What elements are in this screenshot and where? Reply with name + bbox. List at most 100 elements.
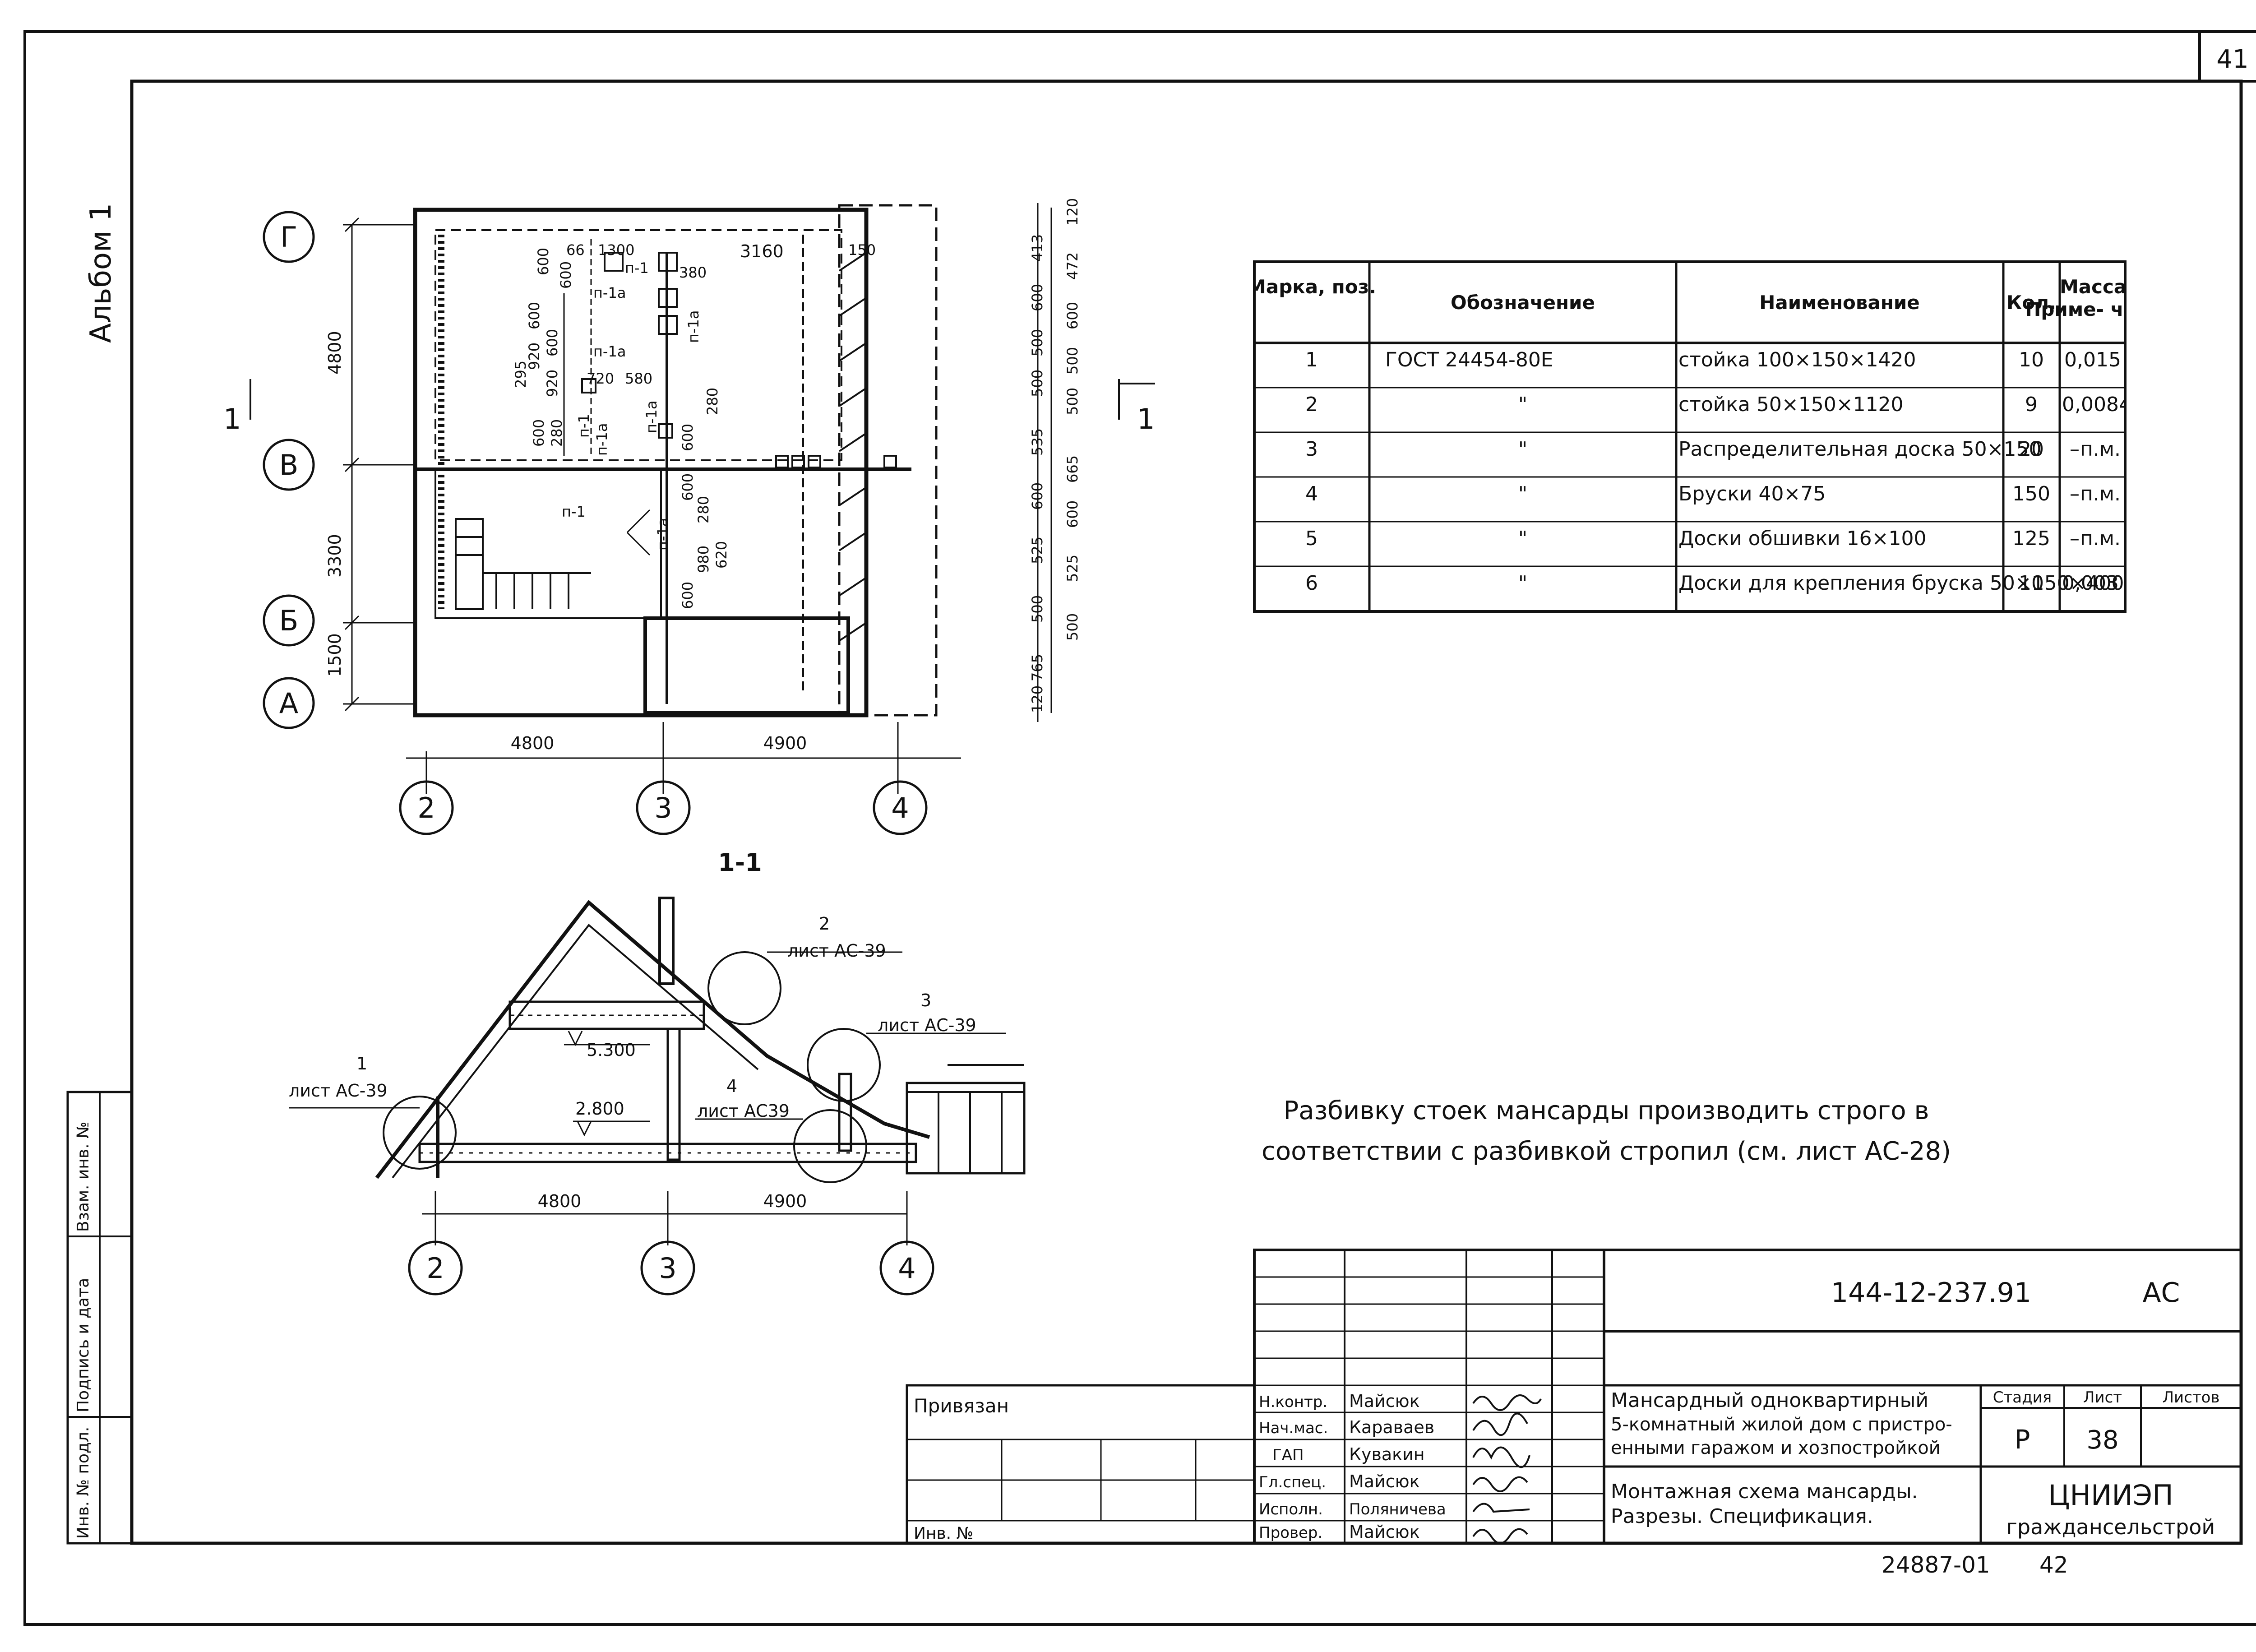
svg-text:600: 600 bbox=[530, 419, 547, 447]
plan-section-marker-left: 1 bbox=[223, 403, 241, 435]
svg-text:10: 10 bbox=[2019, 572, 2044, 595]
plan-dim-1500: 1500 bbox=[325, 633, 345, 677]
svg-text:120: 120 bbox=[1064, 198, 1081, 226]
section-dim-col-2: 4900 bbox=[763, 1191, 807, 1211]
th-kol: Кол. bbox=[2006, 292, 2056, 314]
svg-text:Кувакин: Кувакин bbox=[1349, 1444, 1425, 1464]
project-title-2: 5-комнатный жилой дом с пристро- bbox=[1611, 1414, 1952, 1435]
plan-right-extension bbox=[838, 204, 938, 717]
section-callouts: 1 лист АС-39 2 лист АС-39 3 лист АС-39 4… bbox=[289, 914, 976, 1121]
svg-text:600: 600 bbox=[1064, 302, 1081, 329]
svg-text:6: 6 bbox=[1305, 572, 1318, 595]
stamp-podpis-data: Подпись и дата bbox=[74, 1278, 92, 1412]
svg-text:лист АС-39: лист АС-39 bbox=[787, 941, 886, 961]
svg-text:665: 665 bbox=[1064, 455, 1081, 483]
svg-text:600: 600 bbox=[1029, 284, 1046, 311]
section-col-axes: 2 3 4 bbox=[408, 1240, 934, 1296]
svg-text:2: 2 bbox=[819, 914, 830, 934]
svg-text:500: 500 bbox=[1064, 613, 1081, 641]
svg-text:125: 125 bbox=[2012, 527, 2050, 550]
svg-text:": " bbox=[1518, 393, 1527, 416]
svg-text:150: 150 bbox=[2012, 482, 2050, 505]
th-naimenovanie: Наименование bbox=[1759, 292, 1919, 314]
plan-right-dims: 120 413 472 600 600 500 500 500 500 535 … bbox=[1029, 198, 1081, 713]
svg-text:п.м.: п.м. bbox=[2080, 482, 2121, 505]
page-number: 41 bbox=[2216, 45, 2248, 74]
spec-table bbox=[1253, 260, 2127, 613]
svg-text:600: 600 bbox=[535, 248, 552, 275]
axis-g: Г bbox=[280, 221, 297, 254]
svg-text:Майсюк: Майсюк bbox=[1349, 1391, 1420, 1411]
svg-text:п-1а: п-1а bbox=[654, 518, 671, 551]
svg-text:–: – bbox=[2070, 482, 2080, 505]
privyazan-label: Привязан bbox=[914, 1395, 1009, 1417]
svg-text:4: 4 bbox=[726, 1076, 737, 1096]
svg-text:стойка 100×150×1420: стойка 100×150×1420 bbox=[1678, 348, 1916, 371]
svg-text:ГОСТ 24454-80Е: ГОСТ 24454-80Е bbox=[1385, 348, 1553, 371]
org-name-2: граждансельстрой bbox=[2006, 1515, 2215, 1539]
table-row: 5 " Доски обшивки 16×100 125 – п.м. bbox=[1305, 527, 2121, 550]
note-line-1: Разбивку стоек мансарды производить стро… bbox=[1284, 1096, 1929, 1125]
title-block-roles: Н.контр. Нач.мас. ГАП Гл.спец. Исполн. П… bbox=[1259, 1391, 1446, 1542]
plan-row-axes: Г В Б А bbox=[263, 211, 315, 729]
drawing-frame bbox=[130, 79, 2243, 1545]
doc-code: 144-12-237.91 bbox=[1831, 1277, 2031, 1309]
svg-text:380: 380 bbox=[679, 264, 707, 281]
section-title: 1-1 bbox=[718, 848, 762, 877]
svg-text:535: 535 bbox=[1029, 428, 1046, 456]
svg-text:2: 2 bbox=[1305, 393, 1318, 416]
svg-text:600: 600 bbox=[679, 473, 696, 501]
svg-text:500: 500 bbox=[1064, 347, 1081, 375]
svg-text:620: 620 bbox=[713, 541, 730, 569]
svg-text:600: 600 bbox=[1029, 482, 1046, 510]
svg-text:280: 280 bbox=[695, 496, 712, 523]
plan-dim-150: 150 bbox=[848, 241, 876, 259]
plan-dim-4800: 4800 bbox=[325, 331, 345, 375]
svg-text:920: 920 bbox=[526, 342, 543, 370]
plan-post-labels: п-1 п-1а п-1а п-1а п-1 п-1а п-1а п-1 п-1… bbox=[562, 259, 702, 551]
svg-text:600: 600 bbox=[679, 424, 696, 451]
svg-text:1: 1 bbox=[356, 1054, 367, 1074]
footer-code: 24887-01 bbox=[1882, 1552, 1990, 1578]
plan-post-blocks bbox=[581, 252, 897, 468]
svg-text:п-1а: п-1а bbox=[593, 284, 626, 301]
plan-inner-dims: 600 600 600 920 295 600 920 600 280 380 … bbox=[512, 248, 730, 609]
svg-text:600: 600 bbox=[544, 329, 561, 356]
plan-dim-top: 3160 bbox=[740, 241, 784, 261]
svg-text:лист АС-39: лист АС-39 bbox=[289, 1081, 388, 1101]
svg-text:Н.контр.: Н.контр. bbox=[1259, 1393, 1327, 1411]
table-row: 4 " Бруски 40×75 150 – п.м. bbox=[1305, 482, 2121, 505]
plan-axis-3: 3 bbox=[654, 791, 672, 824]
side-stamp: Инв. № подл. Подпись и дата Взам. инв. № bbox=[66, 1091, 133, 1545]
svg-text:Поляничева: Поляничева bbox=[1349, 1500, 1446, 1518]
svg-text:п.м.: п.м. bbox=[2080, 527, 2121, 550]
svg-text:лист АС39: лист АС39 bbox=[697, 1101, 790, 1121]
svg-text:500: 500 bbox=[1029, 329, 1046, 356]
svg-text:0,0084: 0,0084 bbox=[2062, 393, 2131, 416]
svg-text:765: 765 bbox=[1029, 654, 1046, 681]
project-title-3: енными гаражом и хозпостройкой bbox=[1611, 1438, 1941, 1458]
plan-dim-col-1: 4800 bbox=[511, 733, 555, 753]
svg-text:Доски для крепления бруска 50×: Доски для крепления бруска 50×150×400 bbox=[1678, 572, 2124, 595]
svg-text:п-1а: п-1а bbox=[593, 423, 610, 456]
th-oboznachenie: Обозначение bbox=[1451, 292, 1595, 314]
svg-text:120: 120 bbox=[1029, 685, 1046, 713]
svg-text:5: 5 bbox=[1305, 527, 1318, 550]
table-row: 3 " Распределительная доска 50×150 20 – … bbox=[1305, 438, 2121, 461]
svg-text:п-1а: п-1а bbox=[685, 310, 702, 343]
svg-text:Майсюк: Майсюк bbox=[1349, 1522, 1420, 1542]
svg-text:–: – bbox=[2070, 438, 2080, 461]
plan-dim-col-2: 4900 bbox=[763, 733, 807, 753]
svg-text:600: 600 bbox=[557, 261, 574, 289]
svg-text:500: 500 bbox=[1029, 595, 1046, 623]
svg-text:п-1а: п-1а bbox=[643, 401, 660, 433]
svg-text:Караваев: Караваев bbox=[1349, 1417, 1434, 1437]
footer-page: 42 bbox=[2039, 1552, 2068, 1578]
org-name-1: ЦНИИЭП bbox=[2048, 1479, 2173, 1512]
svg-text:500: 500 bbox=[1029, 370, 1046, 397]
svg-text:п.м.: п.м. bbox=[2080, 438, 2121, 461]
svg-text:Распределительная доска 50×150: Распределительная доска 50×150 bbox=[1678, 438, 2042, 461]
svg-text:500: 500 bbox=[1064, 388, 1081, 415]
table-row: 1 ГОСТ 24454-80Е стойка 100×150×1420 10 … bbox=[1305, 348, 2121, 371]
